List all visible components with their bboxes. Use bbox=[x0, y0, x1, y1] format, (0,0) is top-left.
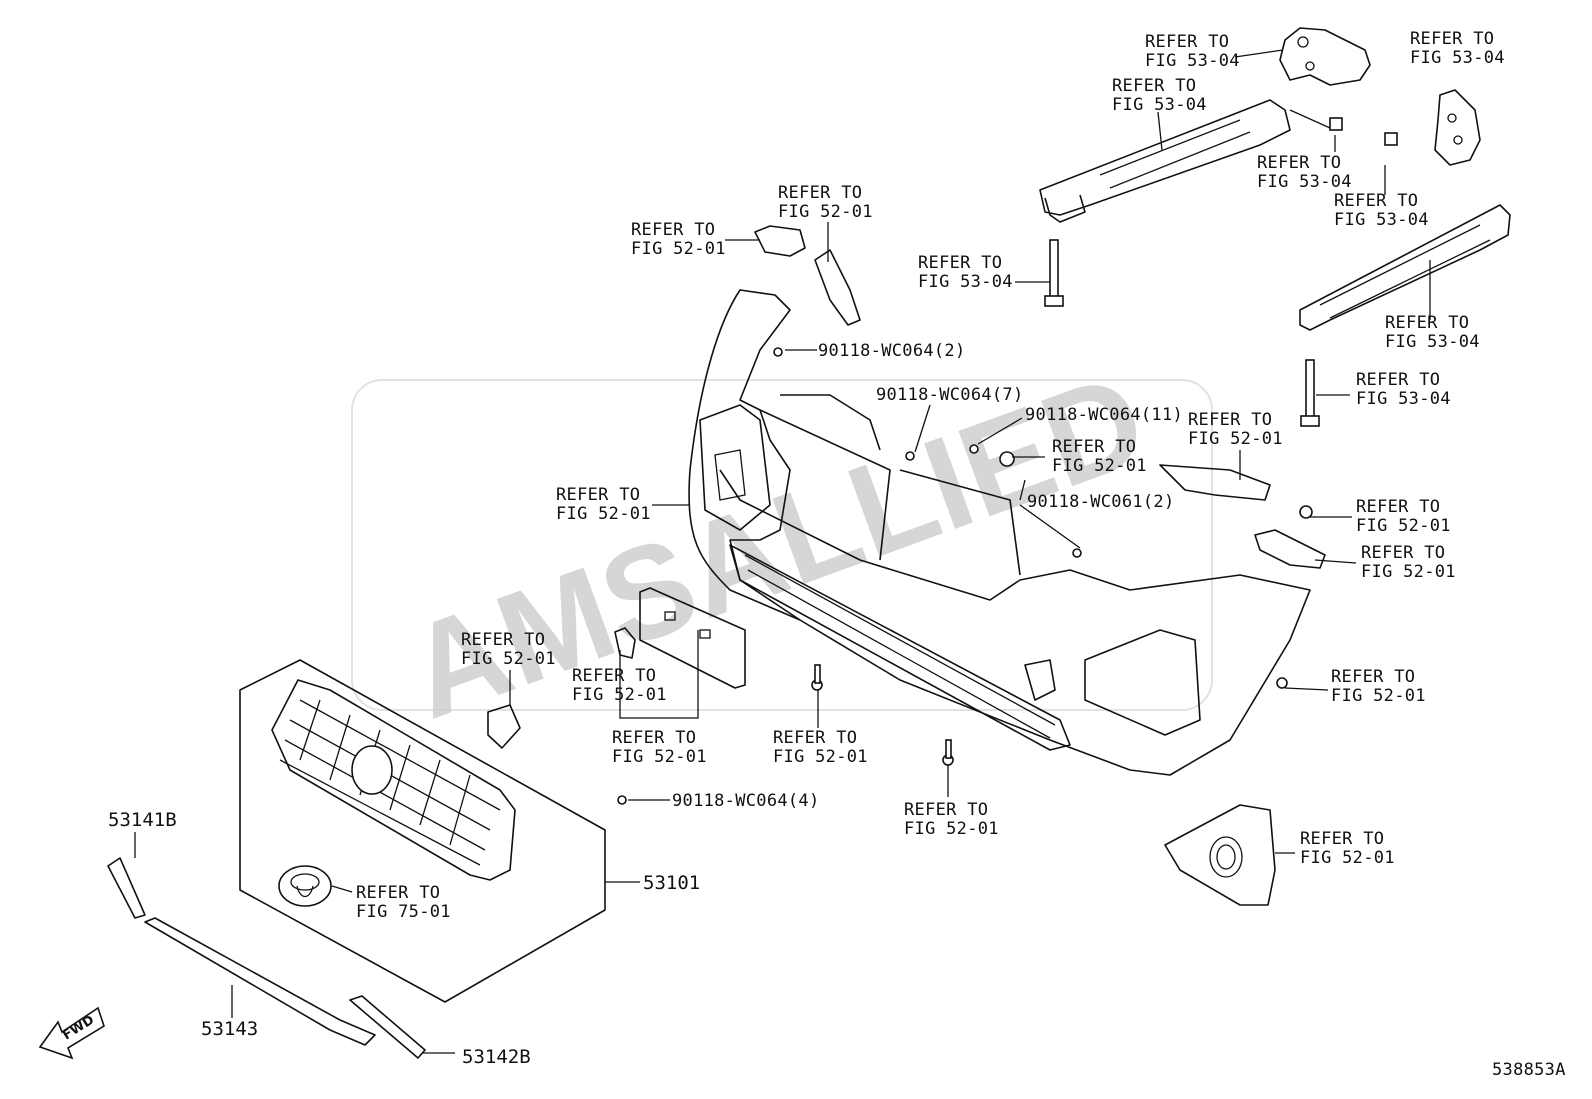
fig-ref: FIG 52-01 bbox=[572, 685, 667, 705]
fig-ref: FIG 52-01 bbox=[1188, 429, 1283, 449]
grille-assembly-53101 bbox=[239, 659, 606, 1003]
part-number-53101: 53101 bbox=[643, 872, 700, 894]
refer-label: REFER TO bbox=[1334, 191, 1418, 211]
fastener-label: 90118-WC064(2) bbox=[818, 341, 966, 361]
fig-ref: FIG 52-01 bbox=[461, 649, 556, 669]
refer-label: REFER TO bbox=[1257, 153, 1341, 173]
molding-53142b bbox=[349, 995, 426, 1059]
fig-ref: FIG 53-04 bbox=[1356, 389, 1451, 409]
small-clips bbox=[487, 347, 1313, 805]
fig-ref: FIG 53-04 bbox=[1334, 210, 1429, 230]
front-bumper-cover bbox=[688, 289, 1311, 776]
refer-label: REFER TO bbox=[1145, 32, 1229, 52]
fig-ref: FIG 52-01 bbox=[773, 747, 868, 767]
refer-label: REFER TO bbox=[612, 728, 696, 748]
refer-label: REFER TO bbox=[356, 883, 440, 903]
bumper-reinforcement-upper bbox=[1039, 99, 1291, 223]
molding-53143 bbox=[144, 917, 376, 1046]
refer-label: REFER TO bbox=[556, 485, 640, 505]
part-number-53141b: 53141B bbox=[108, 809, 177, 831]
refer-label: REFER TO bbox=[1356, 370, 1440, 390]
molding-53141b bbox=[107, 857, 146, 919]
refer-label: REFER TO bbox=[1331, 667, 1415, 687]
fig-ref: FIG 52-01 bbox=[1052, 456, 1147, 476]
refer-label: REFER TO bbox=[1112, 76, 1196, 96]
fig-ref: FIG 53-04 bbox=[1257, 172, 1352, 192]
refer-label: REFER TO bbox=[631, 220, 715, 240]
fig-ref: FIG 53-04 bbox=[1112, 95, 1207, 115]
refer-label: REFER TO bbox=[572, 666, 656, 686]
toyota-emblem-icon bbox=[278, 865, 332, 907]
license-bracket bbox=[614, 587, 746, 689]
diagram-id: 538853A bbox=[1492, 1060, 1566, 1080]
fig-ref: FIG 53-04 bbox=[1145, 51, 1240, 71]
refer-label: REFER TO bbox=[1410, 29, 1494, 49]
bumper-bracket-top bbox=[1279, 27, 1371, 86]
fwd-arrow-icon: FWD bbox=[38, 1006, 105, 1060]
fig-ref: FIG 52-01 bbox=[778, 202, 873, 222]
fig-ref: FIG 53-04 bbox=[1410, 48, 1505, 68]
side-retainers bbox=[754, 225, 1326, 569]
fig-ref: FIG 52-01 bbox=[904, 819, 999, 839]
part-number-53143: 53143 bbox=[201, 1018, 258, 1040]
refer-label: REFER TO bbox=[1356, 497, 1440, 517]
fig-ref: FIG 52-01 bbox=[556, 504, 651, 524]
fastener-label: 90118-WC064(11) bbox=[1025, 405, 1183, 425]
bumper-reinforcement-lower bbox=[1299, 204, 1511, 331]
refer-label: REFER TO bbox=[778, 183, 862, 203]
fig-ref: FIG 75-01 bbox=[356, 902, 451, 922]
fastener-label: 90118-WC064(4) bbox=[672, 791, 820, 811]
refer-label: REFER TO bbox=[1361, 543, 1445, 563]
fig-ref: FIG 52-01 bbox=[1331, 686, 1426, 706]
fig-ref: FIG 53-04 bbox=[1385, 332, 1480, 352]
refer-label: REFER TO bbox=[918, 253, 1002, 273]
refer-label: REFER TO bbox=[461, 630, 545, 650]
refer-label: REFER TO bbox=[1300, 829, 1384, 849]
part-number-53142b: 53142B bbox=[462, 1046, 531, 1068]
leader-lines bbox=[134, 49, 1431, 1054]
fig-ref: FIG 52-01 bbox=[1361, 562, 1456, 582]
fog-lamp-bezel bbox=[1164, 804, 1276, 906]
fastener-label: 90118-WC064(7) bbox=[876, 385, 1024, 405]
refer-label: REFER TO bbox=[1188, 410, 1272, 430]
refer-label: REFER TO bbox=[904, 800, 988, 820]
refer-label: REFER TO bbox=[1052, 437, 1136, 457]
bumper-bracket-right bbox=[1434, 89, 1481, 166]
fig-ref: FIG 52-01 bbox=[1300, 848, 1395, 868]
refer-label: REFER TO bbox=[773, 728, 857, 748]
fastener-label: 90118-WC061(2) bbox=[1027, 492, 1175, 512]
bolts bbox=[1044, 117, 1398, 427]
fig-ref: FIG 53-04 bbox=[918, 272, 1013, 292]
fig-ref: FIG 52-01 bbox=[612, 747, 707, 767]
fig-ref: FIG 52-01 bbox=[631, 239, 726, 259]
fig-ref: FIG 52-01 bbox=[1356, 516, 1451, 536]
refer-label: REFER TO bbox=[1385, 313, 1469, 333]
